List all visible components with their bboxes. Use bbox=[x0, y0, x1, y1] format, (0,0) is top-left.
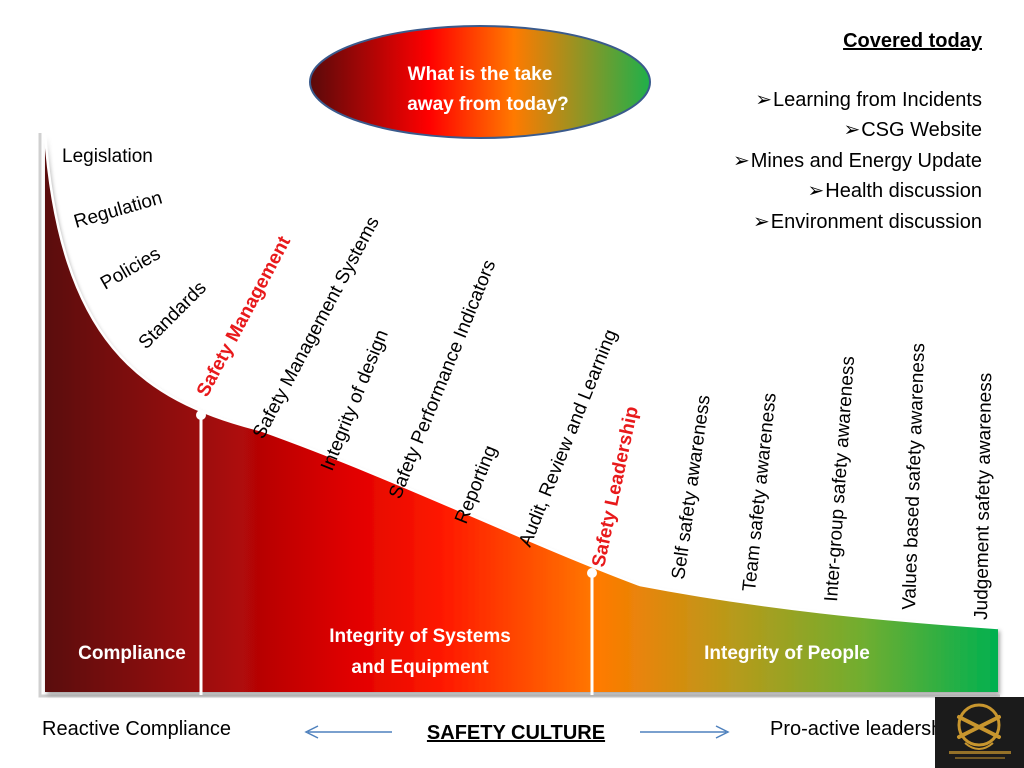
label-self-safety-awareness: Self safety awareness bbox=[668, 394, 715, 581]
label-values-based-safety-awareness: Values based safety awareness bbox=[899, 343, 929, 610]
safety-culture-curve bbox=[45, 133, 998, 692]
covered-item-csg-website: CSG Website bbox=[733, 115, 982, 146]
label-judgement-safety-awareness: Judgement safety awareness bbox=[971, 373, 996, 620]
label-inter-group-safety-awareness: Inter-group safety awareness bbox=[821, 355, 859, 602]
logo-emblem-icon bbox=[949, 703, 1011, 759]
label-regulation: Regulation bbox=[72, 188, 165, 233]
covered-today-panel: Covered today Learning from Incidents CS… bbox=[733, 26, 982, 238]
label-safety-leadership: Safety Leadership bbox=[588, 405, 643, 569]
footer-reactive-compliance: Reactive Compliance bbox=[42, 718, 231, 740]
footer-safety-culture: SAFETY CULTURE bbox=[427, 722, 605, 744]
zone-people: Integrity of People bbox=[704, 643, 870, 664]
label-team-safety-awareness: Team safety awareness bbox=[739, 392, 781, 593]
label-policies: Policies bbox=[97, 243, 164, 294]
label-legislation: Legislation bbox=[62, 146, 153, 167]
covered-item-learning-from-incidents: Learning from Incidents bbox=[733, 85, 982, 116]
marker-safety-leadership bbox=[587, 568, 597, 578]
footer-proactive-leadership: Pro-active leadership bbox=[770, 718, 958, 740]
covered-item-mines-energy-update: Mines and Energy Update bbox=[733, 146, 982, 177]
question-ellipse bbox=[309, 25, 651, 139]
label-integrity-of-design: Integrity of design bbox=[317, 327, 393, 474]
axes bbox=[38, 133, 1000, 698]
curve-outline bbox=[43, 132, 999, 630]
question-line1: What is the take bbox=[408, 64, 553, 85]
question-line2: away from today? bbox=[407, 94, 569, 115]
covered-today-title: Covered today bbox=[843, 30, 982, 52]
label-standards: Standards bbox=[135, 277, 211, 353]
arrow-left-icon bbox=[304, 725, 392, 739]
arrow-right-icon bbox=[640, 725, 730, 739]
zone-systems-line2: and Equipment bbox=[351, 657, 489, 678]
label-reporting: Reporting bbox=[451, 443, 501, 527]
organization-logo bbox=[935, 697, 1024, 768]
zone-systems-line1: Integrity of Systems bbox=[329, 626, 511, 647]
covered-item-environment-discussion: Environment discussion bbox=[733, 207, 982, 238]
marker-safety-management bbox=[196, 410, 206, 420]
zone-compliance: Compliance bbox=[78, 643, 186, 664]
covered-item-health-discussion: Health discussion bbox=[733, 176, 982, 207]
